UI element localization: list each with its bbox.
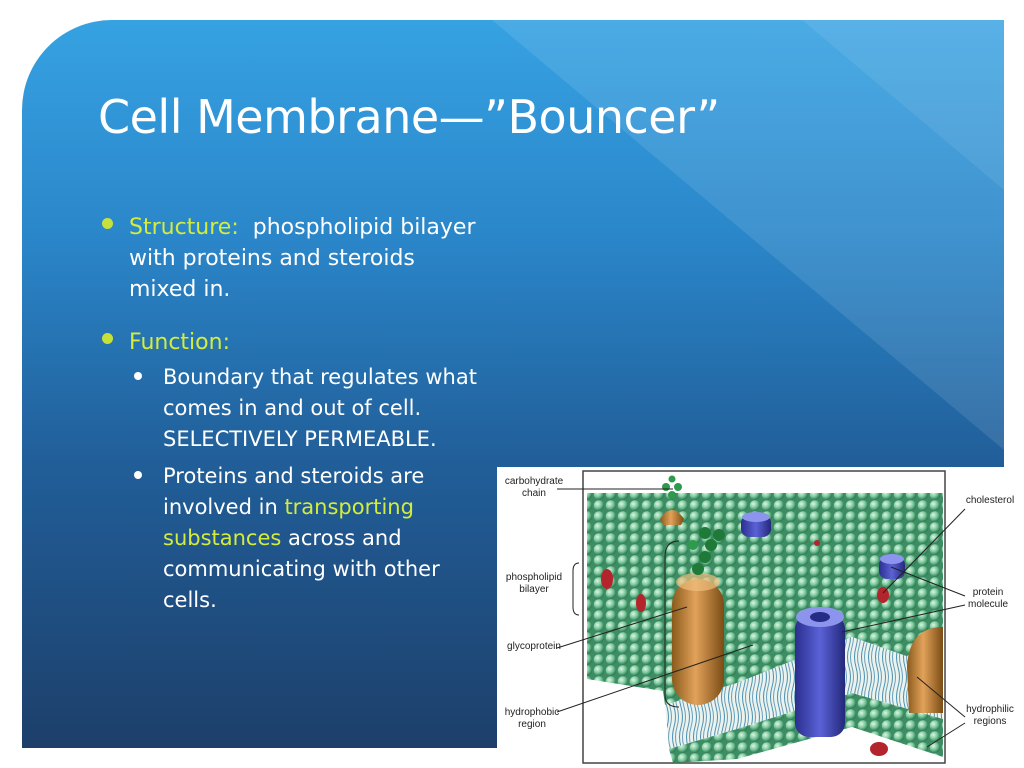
subbullet-proteins-text-after: across and communicating with other cell…: [163, 526, 440, 612]
subbullet-proteins-text-before: Proteins and steroids are involved in: [163, 464, 425, 519]
subbullet-dot-icon: [134, 471, 142, 479]
bullet-dot-icon: [102, 218, 113, 229]
function-label: Function:: [129, 330, 230, 355]
leader-lines: [556, 488, 966, 748]
label-glycoprotein: glycoprotein: [507, 641, 561, 652]
slide: Cell Membrane—”Bouncer” Structure: phosp…: [22, 20, 1004, 748]
membrane-illustration: [556, 470, 966, 764]
channel-protein-shapes: [741, 512, 905, 737]
surface-protein-small: [660, 475, 684, 525]
bullet-list: Structure: phospholipid bilayer with pro…: [102, 212, 482, 638]
subbullet-boundary-text: Boundary that regulates what comes in an…: [163, 365, 477, 451]
subbullet-boundary: Boundary that regulates what comes in an…: [129, 362, 482, 455]
label-carbohydrate-chain: carbohydrate chain: [504, 476, 564, 499]
carbohydrate-chain-shape: [688, 527, 725, 575]
cell-membrane-diagram: carbohydrate chain cholesterol phospholi…: [497, 467, 1024, 768]
slide-title: Cell Membrane—”Bouncer”: [98, 90, 720, 144]
highlight-transporting: transporting substances: [163, 495, 414, 550]
structure-text: phospholipid bilayer with proteins and s…: [129, 215, 476, 302]
bullet-structure: Structure: phospholipid bilayer with pro…: [102, 212, 482, 305]
subbullet-proteins: Proteins and steroids are involved in tr…: [129, 461, 482, 616]
structure-label: Structure:: [129, 215, 239, 240]
label-phospholipid-bilayer: phospholipid bilayer: [505, 572, 563, 595]
glycoprotein-shape: [672, 573, 724, 705]
label-hydrophobic-region: hydrophobic region: [504, 707, 560, 730]
bullet-dot-icon: [102, 333, 113, 344]
subbullet-dot-icon: [134, 372, 142, 380]
bullet-function: Function: Boundary that regulates what c…: [102, 327, 482, 616]
cholesterol-shapes: [601, 540, 889, 756]
label-hydrophilic-regions: hydrophilic regions: [966, 704, 1014, 727]
label-cholesterol: cholesterol: [965, 495, 1015, 506]
label-protein-molecule: protein molecule: [967, 587, 1009, 610]
background-wedge: [492, 20, 1004, 450]
